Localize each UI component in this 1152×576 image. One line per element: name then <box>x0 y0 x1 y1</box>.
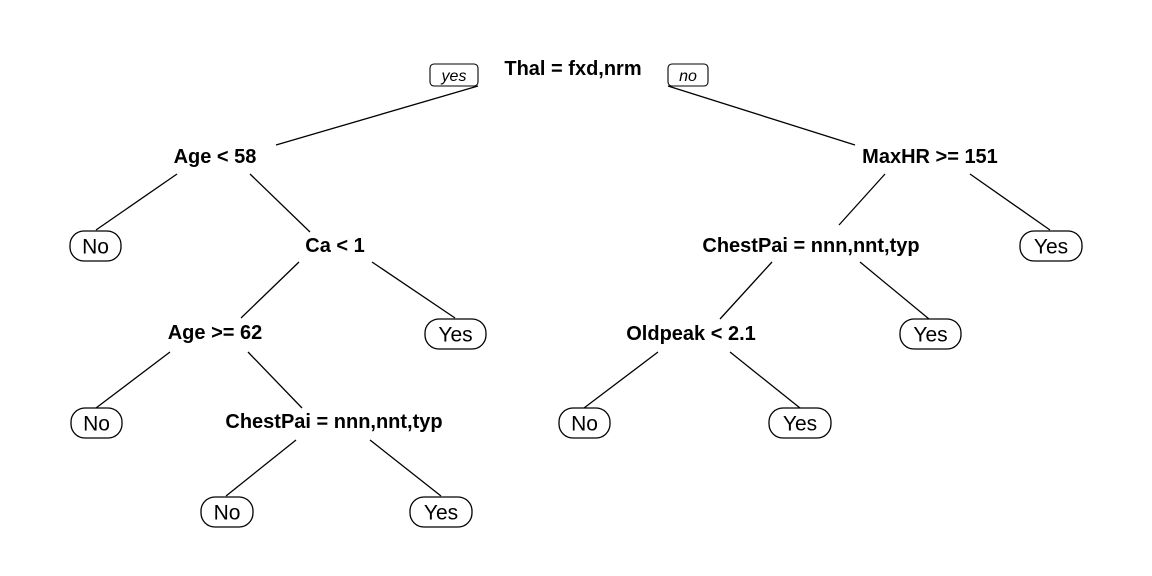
split-age-lt-58: Age < 58 <box>174 146 257 168</box>
leaf-box <box>69 230 122 262</box>
edge-age-lt-58-to-no <box>95 173 178 231</box>
leaf-age-ge-62-yes: No <box>70 407 123 439</box>
root-split-label: Thal = fxd,nrm <box>504 58 641 80</box>
leaf-box <box>768 407 832 439</box>
edge-age-ge-62-to-no <box>95 351 171 409</box>
edge-chestpai-right-to-oldpeak <box>719 261 773 320</box>
edge-age-ge-62-to-chestpai <box>247 351 303 409</box>
leaf-label: Yes <box>424 502 458 525</box>
leaf-box <box>70 407 123 439</box>
tree-edges <box>95 85 1051 497</box>
yes-branch-label: yes <box>441 68 467 85</box>
edge-oldpeak-to-yes <box>729 351 801 409</box>
edge-maxhr-to-chestpai <box>838 173 886 226</box>
leaf-ca-no: Yes <box>424 318 487 350</box>
split-maxhr-ge-151: MaxHR >= 151 <box>862 146 998 168</box>
leaf-box <box>558 407 611 439</box>
leaf-box <box>409 496 473 528</box>
no-branch-label: no <box>679 68 697 85</box>
leaf-oldpeak-yes: No <box>558 407 611 439</box>
leaf-chestpai-left-yes: No <box>200 496 254 528</box>
edge-maxhr-to-yes <box>969 173 1051 231</box>
split-ca-lt-1: Ca < 1 <box>305 235 364 257</box>
split-age-ge-62: Age >= 62 <box>168 322 263 344</box>
leaf-age-lt-58-yes: No <box>69 230 122 262</box>
leaf-label: Yes <box>783 413 817 436</box>
edge-chestpai-left-to-yes <box>369 439 442 497</box>
leaf-chestpai-left-no: Yes <box>409 496 473 528</box>
leaf-chestpai-right-no: Yes <box>899 318 962 350</box>
leaf-box <box>200 496 254 528</box>
no-branch-box <box>667 63 709 87</box>
edge-age-lt-58-to-ca <box>249 173 311 233</box>
leaf-label: No <box>82 236 109 259</box>
split-chestpai-right: ChestPai = nnn,nnt,typ <box>702 235 919 257</box>
edge-root-to-maxhr <box>667 85 856 146</box>
edge-chestpai-left-to-no <box>225 439 297 497</box>
split-chestpai-left: ChestPai = nnn,nnt,typ <box>225 411 442 433</box>
yes-branch-box <box>429 63 479 87</box>
edge-chestpai-right-to-yes <box>859 261 930 320</box>
edge-root-to-age-lt-58 <box>275 85 479 146</box>
leaf-label: Yes <box>438 324 472 347</box>
leaf-box <box>424 318 487 350</box>
leaf-label: No <box>571 413 598 436</box>
leaf-label: Yes <box>1034 236 1068 259</box>
leaf-label: Yes <box>913 324 947 347</box>
leaf-label: No <box>214 502 241 525</box>
root-node: Thal = fxd,nrm yes no <box>429 58 709 87</box>
leaf-box <box>1019 230 1083 262</box>
edge-oldpeak-to-no <box>583 351 659 409</box>
leaf-label: No <box>83 413 110 436</box>
split-oldpeak-lt-2-1: Oldpeak < 2.1 <box>626 323 756 345</box>
edge-ca-to-age-ge-62 <box>240 261 300 319</box>
leaf-oldpeak-no: Yes <box>768 407 832 439</box>
leaf-box <box>899 318 962 350</box>
edge-ca-to-yes <box>371 261 456 319</box>
leaf-maxhr-no: Yes <box>1019 230 1083 262</box>
